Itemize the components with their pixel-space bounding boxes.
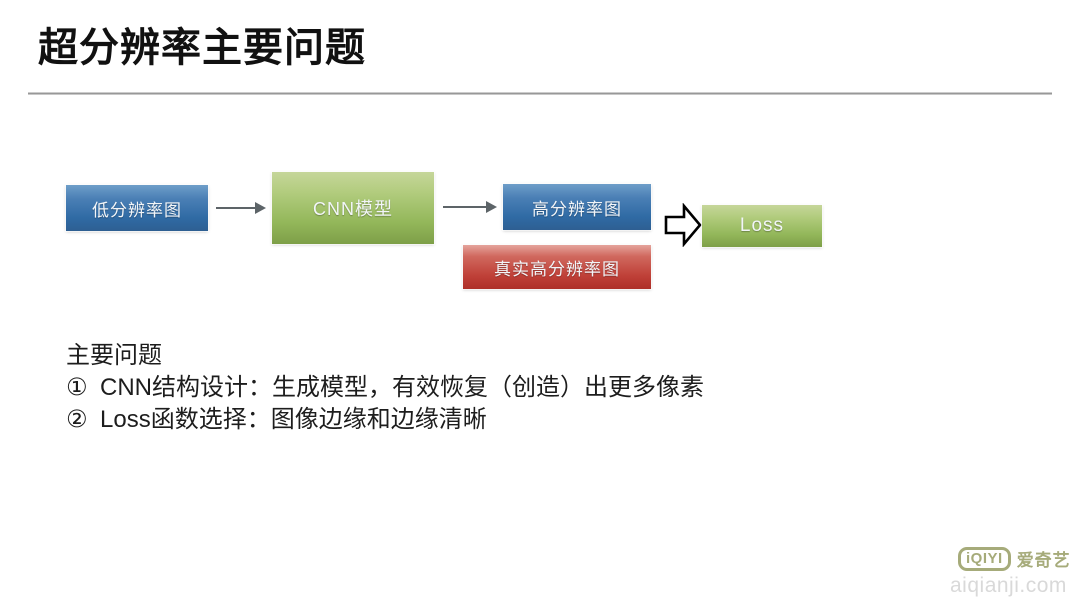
list-text-2: Loss函数选择：图像边缘和边缘清晰 [100, 406, 487, 433]
connector-lowres-to-cnn-icon [216, 202, 266, 214]
diagram-node-cnn: CNN模型 [272, 172, 434, 244]
list-marker-1: ① [66, 374, 88, 401]
body-text-block: 主要问题 ① CNN结构设计：生成模型，有效恢复（创造）出更多像素 ② Loss函数… [66, 340, 704, 436]
diagram-node-groundtruth: 真实高分辨率图 [463, 245, 651, 289]
title-divider [28, 92, 1052, 95]
diagram-node-highres: 高分辨率图 [503, 184, 651, 230]
diagram-node-lowres: 低分辨率图 [66, 185, 208, 231]
connector-shaft [216, 207, 256, 209]
diagram-node-lowres-label: 低分辨率图 [92, 200, 182, 220]
list-text-1: CNN结构设计：生成模型，有效恢复（创造）出更多像素 [100, 374, 704, 401]
iqiyi-logo: iQIYI 爱奇艺 [958, 546, 1071, 571]
connector-shaft [443, 206, 487, 208]
block-arrow-right-icon [664, 203, 702, 247]
site-watermark: aiqianji.com [950, 574, 1067, 597]
page-title: 超分辨率主要问题 [38, 26, 366, 70]
diagram-node-groundtruth-label: 真实高分辨率图 [494, 259, 620, 279]
body-heading: 主要问题 [66, 342, 162, 369]
diagram-node-loss: Loss [702, 205, 822, 247]
diagram-node-loss-label: Loss [739, 215, 785, 236]
iqiyi-logo-mark: iQIYI [958, 546, 1011, 571]
iqiyi-logo-text: 爱奇艺 [1016, 551, 1071, 570]
list-marker-2: ② [66, 406, 88, 433]
body-list-item-1: ① CNN结构设计：生成模型，有效恢复（创造）出更多像素 [66, 372, 704, 404]
arrowhead-icon [486, 201, 497, 213]
connector-cnn-to-highres-icon [443, 201, 497, 213]
diagram-node-highres-label: 高分辨率图 [532, 199, 622, 219]
arrowhead-icon [255, 202, 266, 214]
diagram-node-cnn-label: CNN模型 [313, 199, 393, 219]
body-list-item-2: ② Loss函数选择：图像边缘和边缘清晰 [66, 404, 704, 436]
